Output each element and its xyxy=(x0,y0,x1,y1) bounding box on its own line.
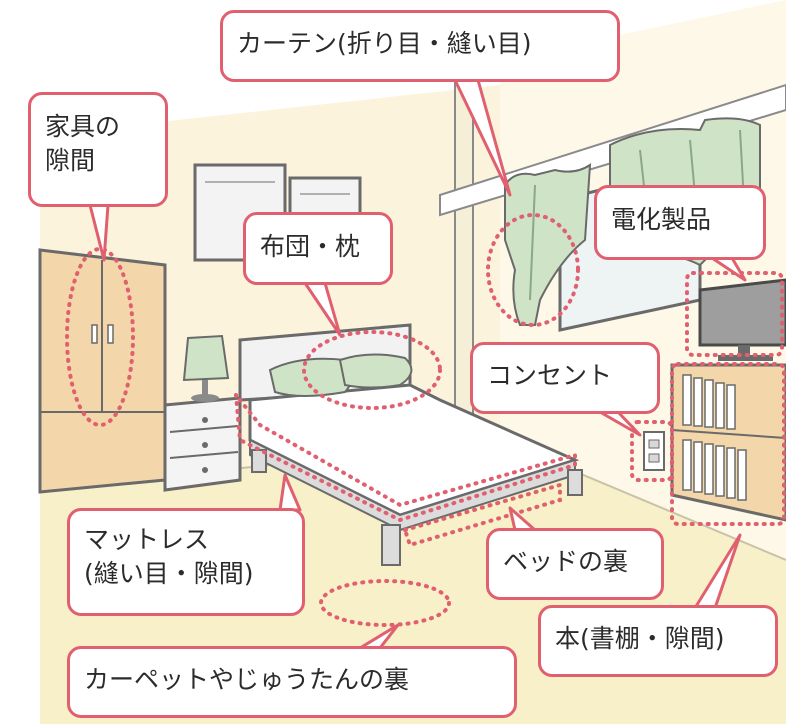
nightstand-icon xyxy=(163,396,242,492)
highlight-futon-pillow xyxy=(302,330,442,410)
callout-mattress: マットレス (縫い目・隙間) xyxy=(67,508,305,616)
highlight-books xyxy=(670,362,786,526)
callout-futon-pillow: 布団・枕 xyxy=(243,212,393,285)
bed-icon xyxy=(238,323,583,566)
highlight-under-bed xyxy=(402,482,562,548)
bookshelf-icon xyxy=(670,363,786,522)
tv-icon xyxy=(698,278,786,361)
wardrobe-icon xyxy=(38,248,167,494)
label-carpet: カーペットやじゅうたんの裏 xyxy=(84,665,410,694)
label-electronics: 電化製品 xyxy=(611,205,712,234)
label-books: 本(書棚・隙間) xyxy=(555,624,725,653)
label-furniture-gap-line2: 隙間 xyxy=(45,146,96,175)
callout-outlet: コンセント xyxy=(470,342,660,414)
lamp-icon xyxy=(182,334,230,402)
callout-electronics: 電化製品 xyxy=(594,185,766,260)
label-outlet: コンセント xyxy=(487,361,613,390)
highlight-outlet xyxy=(630,420,674,482)
label-furniture-gap-line1: 家具の xyxy=(45,112,121,141)
highlight-mattress xyxy=(233,388,577,523)
callout-curtain: カーテン(折り目・縫い目) xyxy=(220,10,620,82)
label-under-bed: ベッドの裏 xyxy=(503,547,629,576)
highlight-furniture-gap xyxy=(65,247,135,427)
label-futon-pillow: 布団・枕 xyxy=(260,232,361,261)
label-curtain: カーテン(折り目・縫い目) xyxy=(237,29,532,58)
label-mattress-line1: マットレス xyxy=(84,525,210,554)
callout-under-bed: ベッドの裏 xyxy=(486,528,664,600)
callout-carpet: カーペットやじゅうたんの裏 xyxy=(67,646,517,718)
highlight-curtain xyxy=(486,213,580,327)
callout-books: 本(書棚・隙間) xyxy=(538,605,778,677)
callout-furniture-gap: 家具の 隙間 xyxy=(28,92,168,207)
outlet-icon xyxy=(643,431,665,471)
label-mattress-line2: (縫い目・隙間) xyxy=(84,559,254,588)
highlight-carpet xyxy=(319,579,451,627)
